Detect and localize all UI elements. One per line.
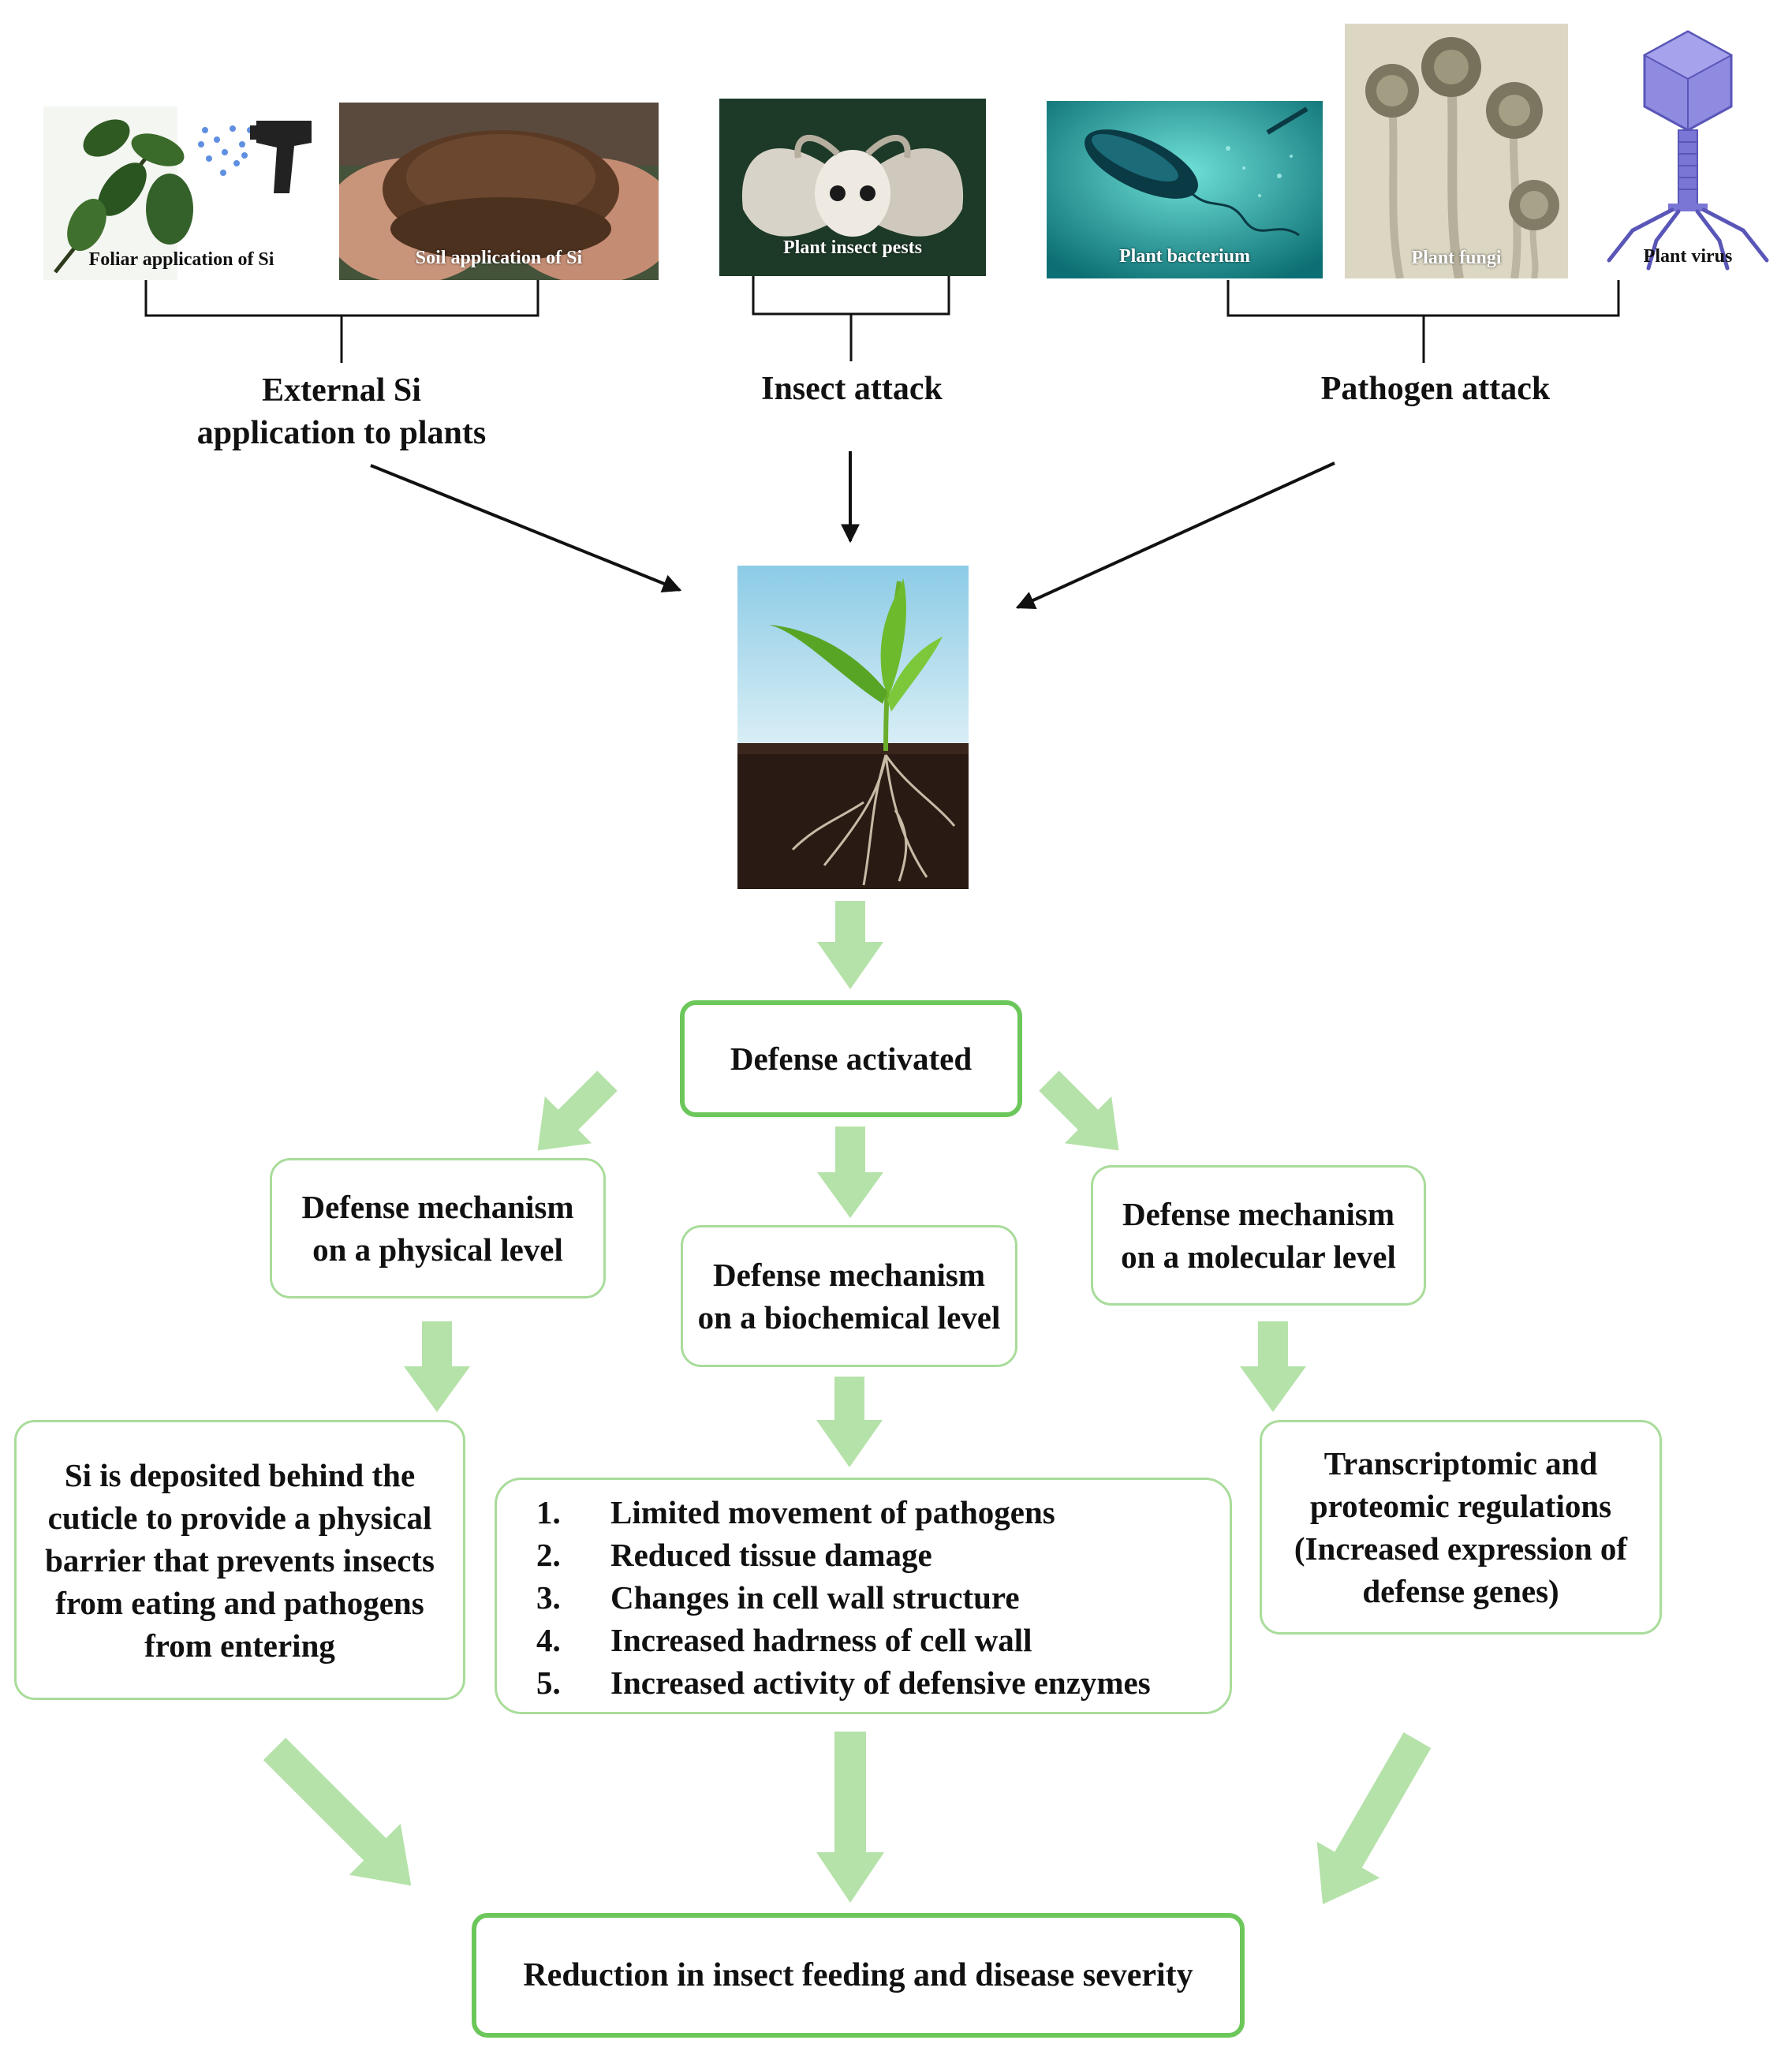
insect-image: Plant insect pests	[719, 99, 986, 276]
soil-hands-illustration	[339, 103, 659, 280]
effect-item: 3. Changes in cell wall structure	[497, 1576, 1230, 1619]
effect-number-text: 4.	[536, 1622, 561, 1658]
physical-level-box: Defense mechanism on a physical level	[270, 1158, 606, 1298]
block-arrow-physical-to-final	[263, 1737, 412, 1886]
block-arrow-to-physical	[537, 1070, 618, 1151]
defense-activated-box: Defense activated	[680, 1000, 1022, 1117]
block-arrow-biochemical-down	[816, 1377, 883, 1467]
effect-number: 3.	[497, 1576, 584, 1619]
insect-caption: Plant insect pests	[783, 237, 922, 258]
virus-image: Plant virus	[1593, 24, 1783, 280]
effects-rows: 1. Limited movement of pathogens 2. Reduced…	[497, 1491, 1230, 1704]
external-si-label: External Si application to plants	[196, 372, 487, 451]
virus-caption: Plant virus	[1643, 246, 1733, 267]
arrow-pathogen-to-plant	[1015, 461, 1335, 609]
foliar-image: Foliar application of Si	[43, 106, 319, 280]
effect-text: Changes in cell wall structure	[610, 1579, 1020, 1616]
effect-number: 1.	[497, 1491, 584, 1534]
effect-item: 4. Increased hadrness of cell wall	[497, 1619, 1230, 1661]
leaf-spray-illustration	[43, 106, 312, 280]
seedling-illustration	[737, 566, 969, 889]
final-outcome-box: Reduction in insect feeding and disease …	[472, 1913, 1245, 2038]
arrow-external-to-plant	[370, 464, 682, 593]
pathogen-bracket	[1226, 280, 1620, 363]
effect-item: 1. Limited movement of pathogens	[497, 1491, 1230, 1534]
effect-text: Reduced tissue damage	[610, 1537, 932, 1573]
soil-image: Soil application of Si	[339, 103, 659, 280]
bacterium-caption: Plant bacterium	[1119, 246, 1250, 267]
effect-number-text: 2.	[536, 1537, 561, 1573]
plant-seedling-image	[737, 566, 969, 889]
bacterium-illustration	[1047, 101, 1323, 278]
effect-text: Increased hadrness of cell wall	[610, 1622, 1032, 1658]
effect-number: 5.	[497, 1661, 584, 1704]
effect-item: 2. Reduced tissue damage	[497, 1534, 1230, 1576]
physical-detail-box: Si is deposited behind the cuticle to pr…	[14, 1420, 465, 1700]
block-arrow-molecular-down	[1240, 1321, 1306, 1412]
block-arrow-physical-down	[404, 1321, 470, 1412]
molecular-detail-box: Transcriptomic and proteomic regulations…	[1260, 1420, 1662, 1635]
block-arrow-to-molecular	[1039, 1070, 1119, 1151]
fungi-illustration	[1345, 24, 1568, 278]
fungi-image: Plant fungi	[1345, 24, 1568, 278]
virus-illustration	[1607, 30, 1769, 271]
pathogen-attack-label: Pathogen attack	[1320, 371, 1551, 407]
block-arrow-plant-to-defense	[817, 901, 883, 989]
insect-attack-label: Insect attack	[761, 371, 943, 407]
biochemical-effects-list: 1. Limited movement of pathogens 2. Reduced…	[495, 1478, 1232, 1714]
bacterium-image: Plant bacterium	[1047, 101, 1323, 278]
effect-number-text: 5.	[536, 1665, 561, 1701]
block-arrow-list-to-final	[816, 1732, 884, 1903]
foliar-caption: Foliar application of Si	[88, 249, 274, 270]
block-arrow-molecular-to-final	[1316, 1732, 1432, 1904]
insect-bracket	[752, 276, 950, 361]
fungi-caption: Plant fungi	[1411, 248, 1502, 268]
effect-number-text: 3.	[536, 1579, 561, 1616]
effect-item: 5. Increased activity of defensive enzyme…	[497, 1661, 1230, 1704]
moth-illustration	[719, 99, 986, 276]
effect-text: Increased activity of defensive enzymes	[610, 1665, 1151, 1701]
biochemical-level-box: Defense mechanism on a biochemical level	[681, 1225, 1017, 1367]
effect-number: 2.	[497, 1534, 584, 1576]
block-arrow-to-biochemical	[817, 1127, 883, 1218]
effect-number-text: 1.	[536, 1494, 561, 1530]
external-bracket	[144, 280, 539, 363]
effect-text: Limited movement of pathogens	[610, 1494, 1055, 1530]
molecular-level-box: Defense mechanism on a molecular level	[1091, 1165, 1426, 1306]
soil-caption: Soil application of Si	[415, 248, 583, 268]
effect-number: 4.	[497, 1619, 584, 1661]
